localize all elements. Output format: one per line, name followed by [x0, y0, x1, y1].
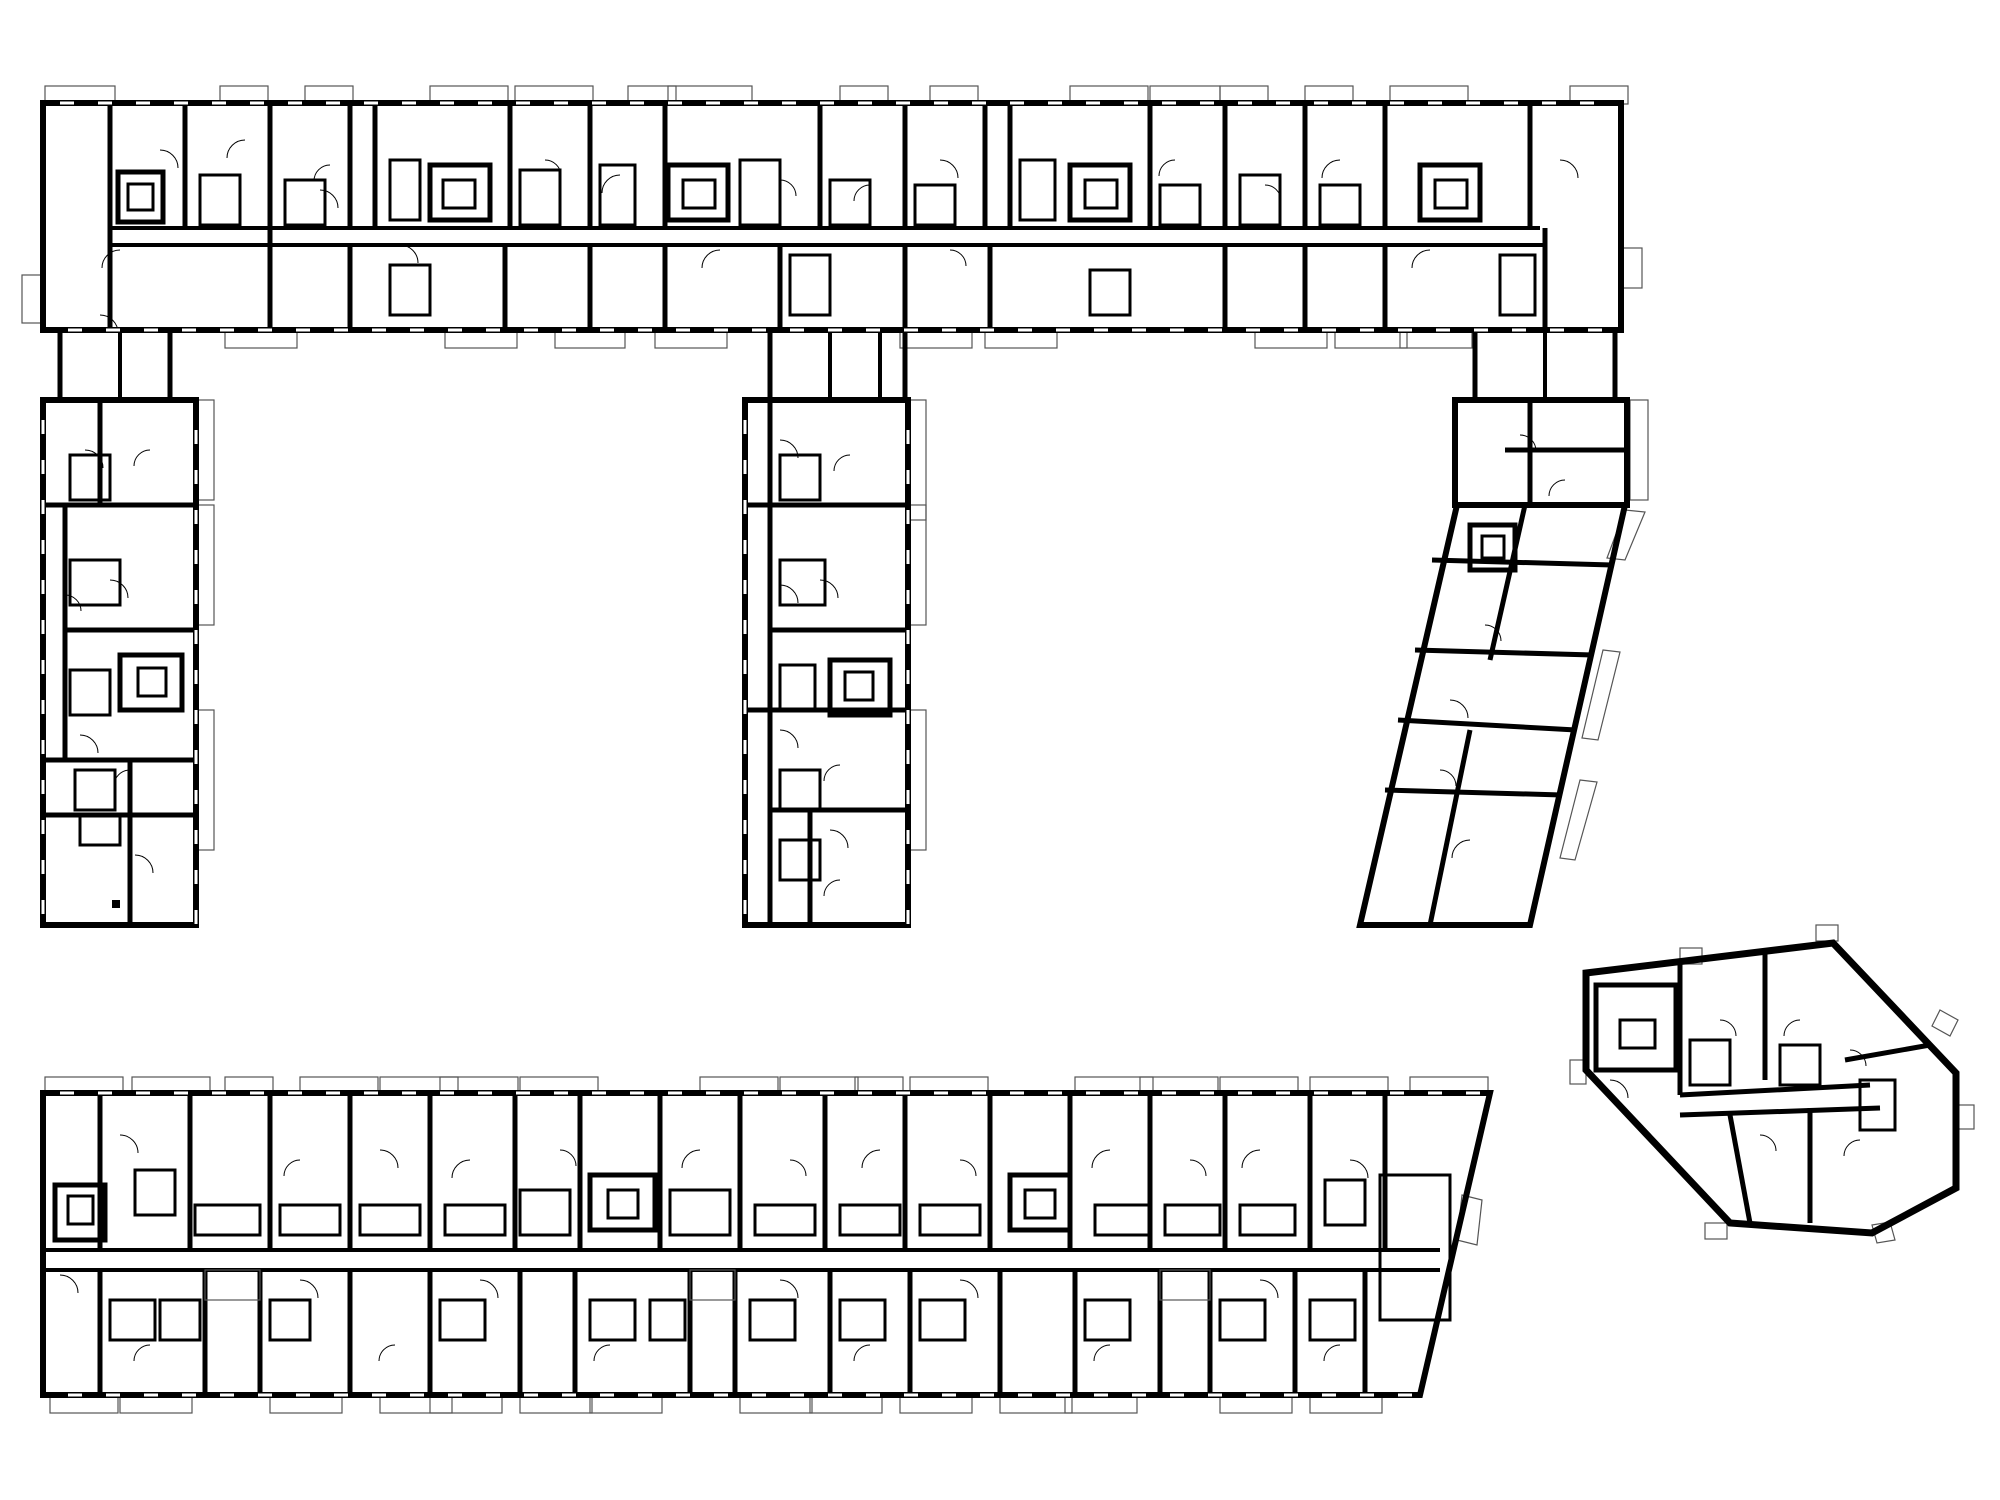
north-bar-balconies [21, 85, 1643, 349]
angled-east-wing-building [1356, 397, 1649, 928]
east-wing-stairwell [1467, 522, 1518, 573]
south-bar-outline [40, 1090, 1494, 1398]
pavilion-outline [1582, 939, 1960, 1237]
north-bar-corridor [110, 226, 1545, 247]
south-bar-building [40, 1076, 1494, 1414]
west-wing-building [40, 397, 215, 928]
pavilion-stairwell [1593, 982, 1679, 1073]
north-bar-doors [99, 139, 1579, 334]
west-wing-stairwell [117, 652, 185, 713]
middle-wing-building [742, 397, 927, 928]
middle-wing-stairwell [827, 657, 893, 718]
north-bar-bathrooms [198, 158, 1537, 317]
south-bar-stairwells [52, 1172, 1073, 1243]
east-wing-angled-block [1356, 502, 1629, 928]
north-bar-stairwells [115, 162, 1483, 225]
polygon-pavilion-building [1569, 924, 1975, 1244]
north-bar-partitions [107, 103, 1548, 330]
facade-window-ticks [41, 101, 1602, 1397]
bridge-connectors [57, 327, 1618, 403]
north-bar-building [21, 85, 1643, 349]
